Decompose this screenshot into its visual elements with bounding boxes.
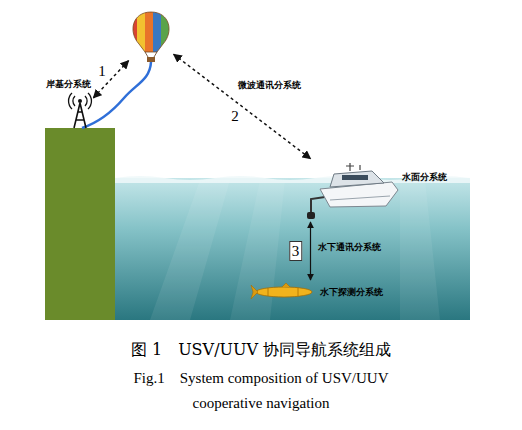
light-ray	[150, 180, 230, 320]
uuv-mast	[282, 283, 290, 287]
balloon-relay: 微波通讯分系统	[130, 12, 172, 62]
callout-number: 3	[289, 241, 303, 261]
subsystem-label: 微波通讯分系统	[238, 80, 301, 91]
callout-number: 1	[97, 63, 107, 79]
transducer-pod	[307, 212, 315, 219]
ship-window	[342, 175, 368, 180]
dashed-link-arrow	[174, 54, 311, 159]
sea-water	[115, 178, 470, 320]
balloon-basket	[147, 57, 155, 62]
figure-caption: 图 1 USV/UUV 协同导航系统组成	[0, 339, 522, 361]
balloon-stripe	[128, 10, 137, 55]
tether-cable	[82, 62, 151, 128]
uuv-seam	[268, 288, 298, 296]
surface-vessel: 水面分系统	[305, 160, 398, 220]
antenna-mast	[74, 103, 86, 128]
ship-antennas	[346, 163, 360, 171]
balloon-outline	[133, 12, 169, 52]
dashed-link-arrow	[93, 61, 128, 98]
shore-station: 岸基分系统	[68, 96, 92, 128]
uuv-tail-fin	[251, 285, 258, 299]
light-ray	[230, 180, 285, 320]
subsystem-label: 水下探测分系统	[320, 287, 383, 298]
balloon-stripe	[137, 10, 145, 55]
uuv-body	[256, 287, 312, 297]
shore-block	[45, 128, 115, 320]
balloon-stripe	[145, 10, 153, 55]
light-ray	[400, 180, 440, 320]
transducer-strut	[311, 197, 325, 214]
subsystem-label: 岸基分系统	[46, 79, 91, 90]
caption-english: Fig.1 System composition of USV/UUV coop…	[111, 366, 411, 416]
signal-waves	[69, 93, 92, 109]
callout-number: 2	[230, 108, 240, 124]
balloon-ropes	[145, 52, 157, 57]
subsystem-label: 水面分系统	[402, 172, 447, 183]
antenna-tip	[78, 99, 82, 103]
balloon-stripe	[161, 10, 175, 55]
ship-hull-line	[330, 196, 390, 200]
subsystem-label: 水下通讯分系统	[318, 242, 381, 253]
ship-cabin	[330, 171, 384, 187]
balloon-envelope	[128, 10, 175, 55]
link-arrow	[310, 222, 311, 280]
underwater-vehicle: 水下探测分系统	[252, 282, 316, 302]
